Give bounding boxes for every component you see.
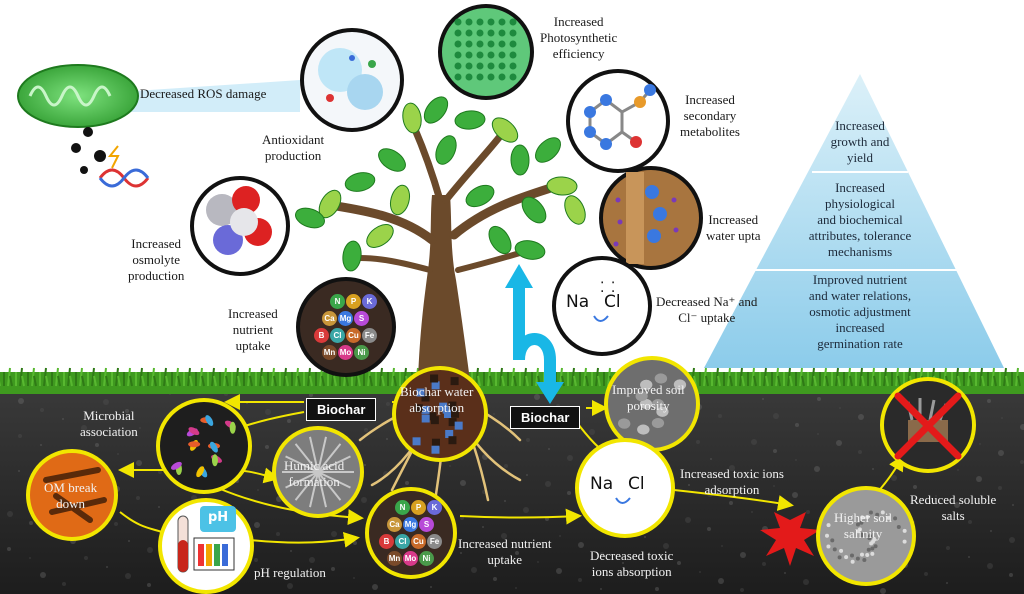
microbial-circle [156, 398, 252, 494]
nutrient-chip: Cl [395, 534, 410, 549]
tree [295, 96, 586, 380]
nutrient-chip: Cu [411, 534, 426, 549]
nutrient-chip: B [314, 328, 329, 343]
ph-symbol: pH [208, 510, 229, 525]
nutrient-chip: Cu [346, 328, 361, 343]
nutrient-chip: Mg [403, 517, 418, 532]
nutrient-chip: Ca [387, 517, 402, 532]
cl-symbol-top: Cl [604, 292, 621, 312]
cl-symbol-bottom: Cl [628, 474, 645, 494]
cl-dots-top: ⁚ ⁚ [600, 280, 617, 296]
nutrient-chip: Mn [387, 551, 402, 566]
nutrient-chip: K [362, 294, 377, 309]
na-cl-uptake-circle [552, 256, 652, 356]
nutrient-chip: Ni [354, 345, 369, 360]
nutrient-chip: Mo [338, 345, 353, 360]
nutrient-chip: Mn [322, 345, 337, 360]
biochar-tag-right: Biochar [510, 406, 581, 429]
metabolite-circle [566, 69, 670, 173]
nutrient-chip: Mg [338, 311, 353, 326]
humic-acid-circle [272, 426, 364, 518]
soluble-salts-circle [880, 377, 976, 473]
water-flow-arrow [505, 264, 564, 404]
na-symbol-bottom: Na [590, 474, 614, 494]
ph-circle [158, 498, 254, 594]
water-cell-circle [599, 166, 703, 270]
nutrient-chip: K [427, 500, 442, 515]
nutrient-chip: Fe [427, 534, 442, 549]
outcome-pyramid [704, 74, 1004, 368]
label-ph-regulation: pH regulation [254, 565, 326, 580]
grass-strip [0, 367, 1024, 394]
nutrient-chip: P [346, 294, 361, 309]
nutrient-chip: Cl [330, 328, 345, 343]
nutrient-chip: B [379, 534, 394, 549]
na-symbol-top: Na [566, 292, 590, 312]
nutrient-chip: Mo [403, 551, 418, 566]
nutrient-chip: N [330, 294, 345, 309]
biochar-tag-left: Biochar [306, 398, 377, 421]
nutrient-chip: Fe [362, 328, 377, 343]
osmolyte-circle [190, 176, 290, 276]
nutrient-chip: N [395, 500, 410, 515]
mitochondrion-illustration [17, 64, 300, 188]
chloroplast-circle [438, 4, 534, 100]
porosity-circle [604, 356, 700, 452]
nutrient-uptake-circle-top [296, 277, 396, 377]
toxic-ions-circle [575, 438, 675, 538]
nutrient-chip: S [419, 517, 434, 532]
salinity-circle [760, 486, 916, 586]
nutrient-chip: Ca [322, 311, 337, 326]
nutrient-chip: S [354, 311, 369, 326]
antioxidant-circle [300, 28, 404, 132]
nutrient-chip: P [411, 500, 426, 515]
om-breakdown-circle [26, 449, 118, 541]
label-ros: Decreased ROS damage [140, 86, 267, 101]
nutrient-chip: Ni [419, 551, 434, 566]
biochar-water-circle [392, 366, 488, 462]
